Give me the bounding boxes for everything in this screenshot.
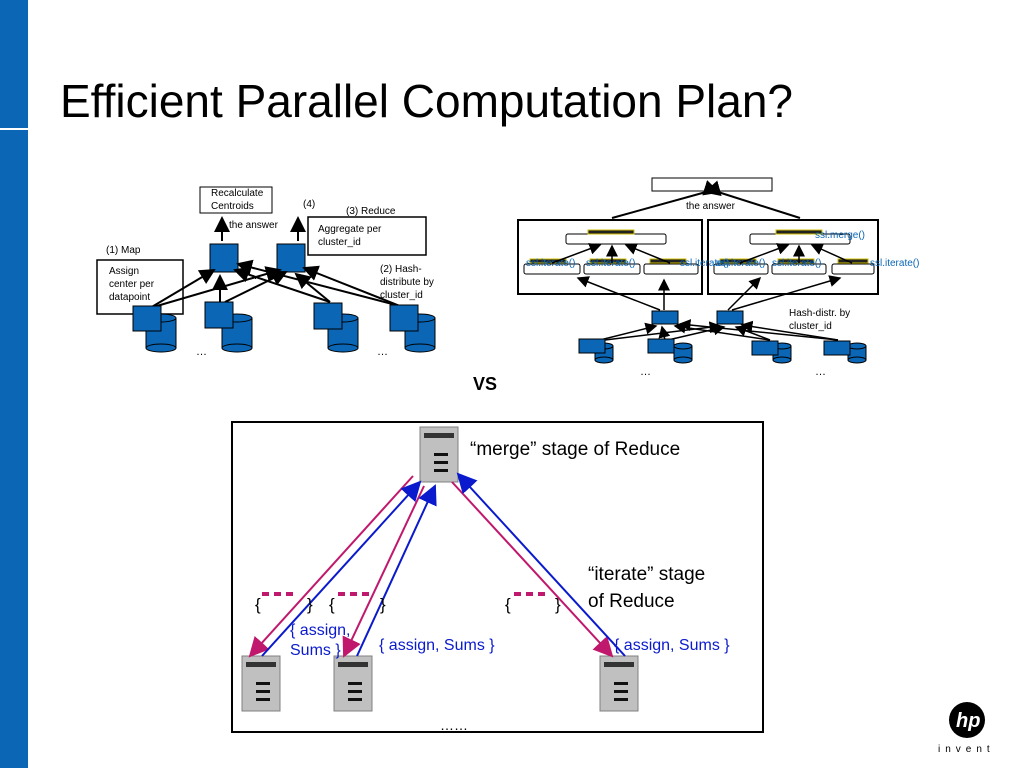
iterate-label-2: ssl.iterate() xyxy=(586,258,635,269)
reduce-label: (3) Reduce xyxy=(346,206,396,217)
hash-label-2: distribute by xyxy=(380,277,434,288)
assign-label-3: datapoint xyxy=(109,292,150,303)
left-mapper-4 xyxy=(389,304,419,332)
slide-title: Efficient Parallel Computation Plan? xyxy=(60,75,794,127)
iterate-boxes xyxy=(523,258,875,275)
hash-label-1: (2) Hash- xyxy=(380,264,422,275)
worker-server-2 xyxy=(333,655,373,712)
right-ellipsis-1: … xyxy=(640,366,651,378)
assign-label-2: center per xyxy=(109,279,155,290)
right-mapper-1 xyxy=(578,338,606,354)
right-answer-label: the answer xyxy=(686,201,736,212)
left-mapper-3 xyxy=(313,302,343,330)
assign-sums-mid: { assign, Sums } xyxy=(379,637,495,654)
merge-server xyxy=(419,426,459,483)
stage-arrows xyxy=(248,472,626,658)
right-db-2 xyxy=(673,342,693,364)
assign-label-1: Assign xyxy=(109,266,139,277)
answer-arrow-right xyxy=(702,180,801,219)
hp-logo-mark: hp xyxy=(956,710,980,732)
iterate-label-1: ssl.iterate() xyxy=(526,258,575,269)
left-mapper-2 xyxy=(204,301,234,329)
left-answer-label: the answer xyxy=(229,220,279,231)
recalc-label-2: Centroids xyxy=(211,201,254,212)
brace-open-2: { xyxy=(329,595,335,614)
right-hash-label-1: Hash-distr. by xyxy=(789,308,850,319)
left-diagram: Recalculate Centroids (4) (3) Reduce the… xyxy=(96,186,436,358)
right-mapper-4 xyxy=(823,340,851,356)
worker-server-1 xyxy=(241,655,281,712)
sidebar-band xyxy=(0,0,28,768)
merge-slot-2 xyxy=(775,229,823,235)
answer-arrow-left xyxy=(611,180,722,219)
right-ellipsis-2: … xyxy=(815,366,826,378)
right-shuffle-arrows xyxy=(599,319,839,341)
right-mapper-3 xyxy=(751,340,779,356)
left-shuffle-arrows xyxy=(149,259,401,309)
brace-open-3: { xyxy=(505,595,511,614)
left-mapper-1 xyxy=(132,305,162,332)
vs-label: VS xyxy=(473,374,497,394)
merge-stage-label: “merge” stage of Reduce xyxy=(470,439,680,460)
merge-slot-1 xyxy=(587,229,635,235)
iterate-label-6: ssl.iterate() xyxy=(870,258,919,269)
right-inner-arrows xyxy=(551,243,853,311)
sidebar-notch xyxy=(0,128,28,130)
brace-close-3: } xyxy=(555,595,561,614)
right-mapper-2 xyxy=(647,338,675,354)
brace-close-2: } xyxy=(380,595,386,614)
brace-close-1: } xyxy=(307,595,313,614)
hp-logo-icon: hp invent xyxy=(938,702,995,755)
reducer-node-2 xyxy=(276,243,306,273)
assign-box xyxy=(96,259,184,315)
reducer-node-1 xyxy=(209,243,239,273)
left-ellipsis-1: … xyxy=(196,346,207,358)
left-ellipsis-2: … xyxy=(377,346,388,358)
worker-server-3 xyxy=(599,655,639,712)
assign-sums-right: { assign, Sums } xyxy=(614,637,730,654)
brace-open-1: { xyxy=(255,595,261,614)
iterate-stage-label-2: of Reduce xyxy=(588,591,675,612)
iterate-label-3: ssl.iterate() xyxy=(680,258,729,269)
right-reducer-node-1 xyxy=(651,310,679,325)
iterate-stage-label-1: “iterate” stage xyxy=(588,564,705,585)
assign-sums-left-2: Sums } xyxy=(290,642,341,659)
bottom-ellipsis: …… xyxy=(440,717,468,733)
right-hash-label-2: cluster_id xyxy=(789,321,832,332)
merge-label: ssl.merge() xyxy=(815,230,865,241)
iterate-label-5: ssl.iterate() xyxy=(772,258,821,269)
step4-label: (4) xyxy=(303,199,315,210)
right-answer-box xyxy=(651,177,773,192)
right-db-4 xyxy=(847,342,867,364)
map-label: (1) Map xyxy=(106,245,141,256)
right-reducer-node-2 xyxy=(716,310,744,325)
aggregate-label-1: Aggregate per xyxy=(318,224,382,235)
assign-sums-left-1: { assign, xyxy=(290,622,350,639)
recalc-box xyxy=(199,186,273,214)
logo-invent-text: invent xyxy=(938,744,995,755)
aggregate-label-2: cluster_id xyxy=(318,237,361,248)
hash-label-3: cluster_id xyxy=(380,290,423,301)
recalc-label-1: Recalculate xyxy=(211,188,264,199)
bottom-diagram: “merge” stage of Reduce “iterate” stage … xyxy=(231,421,764,733)
hp-invent-logo: hp invent xyxy=(935,700,999,756)
right-diagram: the answer ssl.merge() ssl.iterate() ssl… xyxy=(517,177,919,378)
aggregate-box xyxy=(307,216,427,256)
merge-box-1 xyxy=(565,233,667,245)
